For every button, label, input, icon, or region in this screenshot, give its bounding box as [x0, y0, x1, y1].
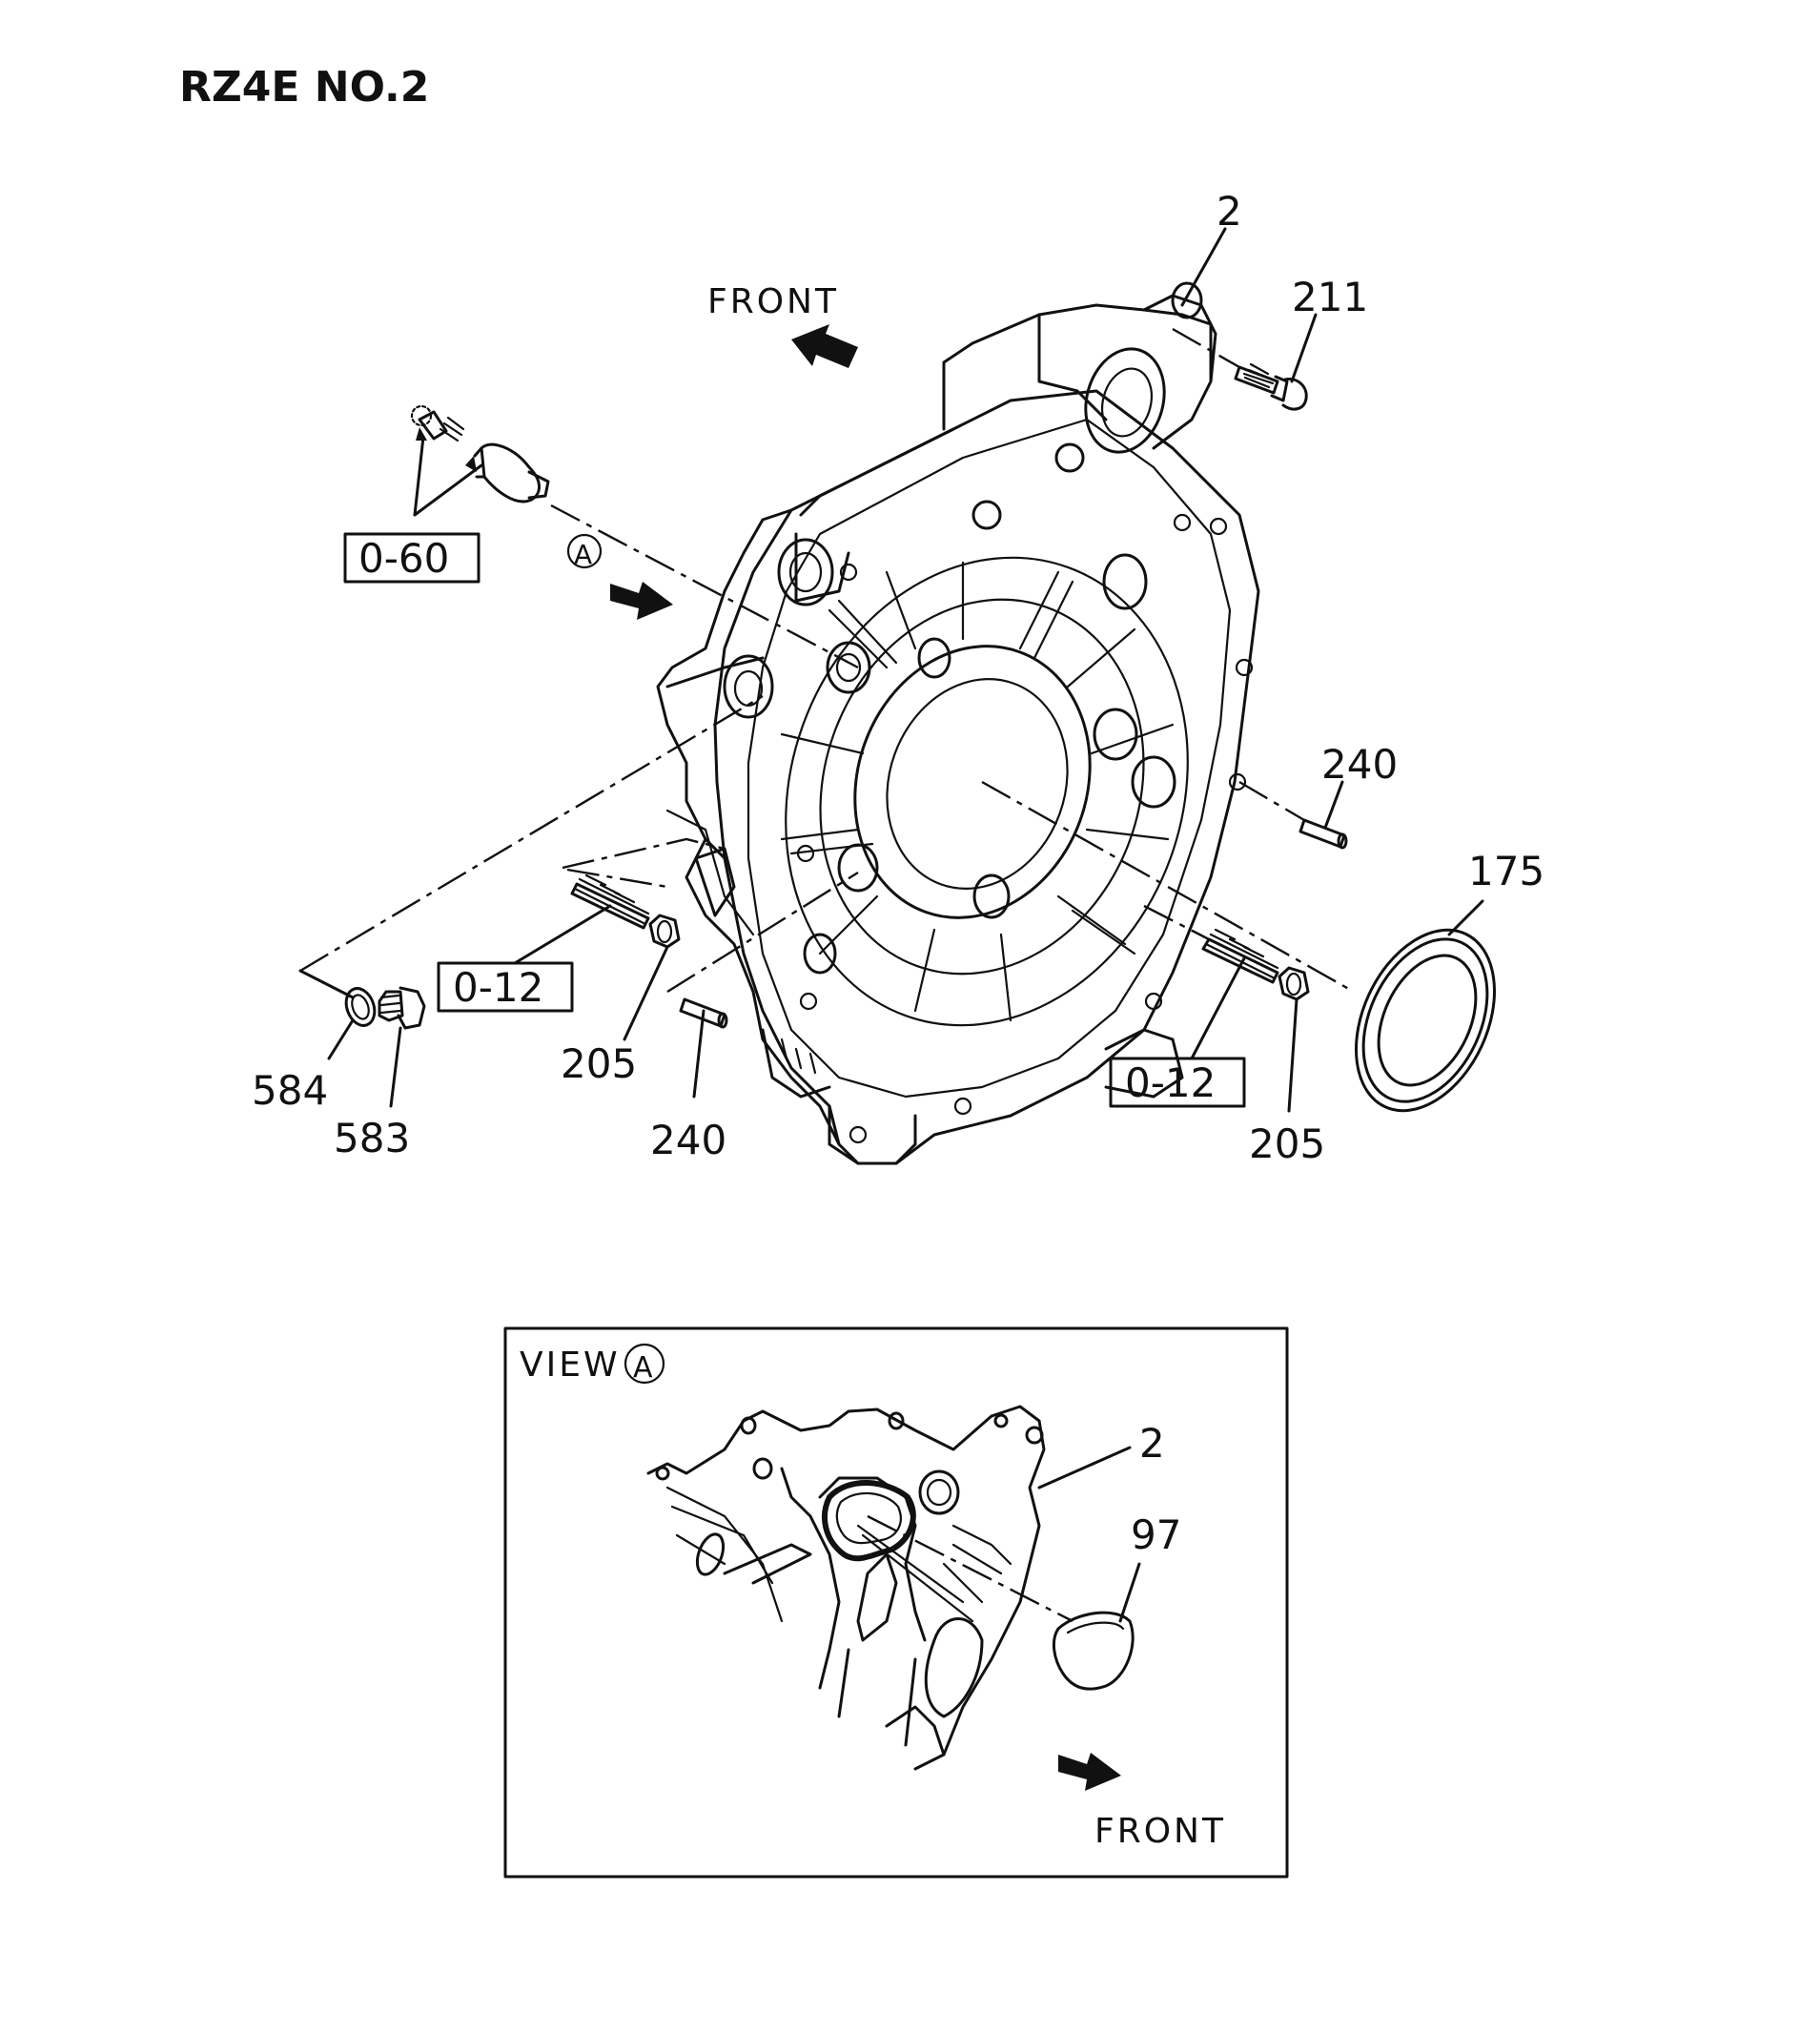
inset-frame [503, 1326, 1289, 1879]
callout-205-left: 205 [561, 1040, 637, 1087]
leader-240-lower [692, 1009, 706, 1099]
leader-0-60 [413, 435, 483, 517]
stud-left-part [570, 873, 650, 930]
inset-view-a: VIEW A [503, 1326, 1289, 1879]
svg-text:A: A [633, 1351, 653, 1385]
boxed-label-0-60: 0-60 [343, 532, 481, 584]
main-view: FRONT A [252, 188, 1544, 1167]
leader-205-right [1287, 997, 1299, 1113]
boxed-label-0-12-left: 0-12 [437, 961, 574, 1013]
leader-584 [327, 1018, 355, 1060]
callout-2: 2 [1217, 188, 1242, 235]
transmission-housing [656, 281, 1260, 1165]
svg-text:0-12: 0-12 [1125, 1059, 1216, 1106]
centerline-main-shaft [981, 780, 1355, 994]
inset-seal-highlight [822, 1480, 916, 1562]
oil-seal-175-part [1354, 928, 1497, 1113]
leader-211 [1290, 313, 1318, 383]
pressure-switch-part [410, 404, 550, 503]
centerline-stud-left-b [566, 868, 668, 889]
leader-0-12-left [513, 904, 612, 965]
inset-callout-2: 2 [1139, 1420, 1165, 1467]
leader-0-12-right [1190, 956, 1246, 1060]
dowel-pin-240-lower-part [679, 997, 728, 1029]
leader-240-right [1323, 780, 1344, 830]
inset-callout-97: 97 [1131, 1511, 1181, 1558]
inset-leader-2 [1037, 1446, 1132, 1490]
centerline-stud-left [562, 837, 726, 870]
view-a-arrow-icon [610, 582, 673, 620]
callout-211: 211 [1292, 274, 1368, 320]
diagram-title: RZ4E NO.2 [179, 63, 429, 112]
centerline-stud-right [1143, 904, 1210, 941]
view-a-marker: A [566, 533, 603, 570]
centerline-drain [298, 969, 355, 999]
arrowhead-icon [465, 456, 477, 472]
inset-front-arrow-icon [1058, 1753, 1121, 1791]
inset-front-label: FRONT [1094, 1812, 1226, 1851]
inset-housing-detail [646, 1405, 1046, 1771]
callout-240-right: 240 [1321, 741, 1398, 788]
svg-text:0-60: 0-60 [358, 535, 449, 582]
front-arrow-icon [791, 324, 858, 368]
centerline-switch [550, 503, 859, 669]
nut-205-left-part [648, 914, 681, 949]
centerline-240-lower [666, 871, 859, 994]
callout-175: 175 [1468, 848, 1544, 894]
centerline-211 [1172, 327, 1240, 369]
leader-205-left [623, 945, 669, 1041]
inset-centerline [867, 1514, 1074, 1623]
arrowhead-icon [416, 427, 427, 441]
inset-title: VIEW [520, 1346, 621, 1385]
leader-175 [1447, 899, 1484, 936]
leader-2 [1180, 227, 1227, 307]
front-direction-label: FRONT [707, 282, 839, 321]
inset-centerline-b [856, 1524, 974, 1623]
bolt-211-part [1234, 362, 1308, 411]
boxed-label-0-12-right: 0-12 [1109, 1057, 1246, 1108]
callout-584: 584 [252, 1067, 328, 1114]
cap-97-part [1052, 1611, 1135, 1691]
callout-583: 583 [334, 1115, 410, 1161]
svg-text:0-12: 0-12 [453, 964, 543, 1011]
inset-leader-97 [1118, 1562, 1141, 1623]
centerline-drain-b [299, 694, 764, 973]
stud-right-part [1201, 928, 1279, 984]
callout-240-lower: 240 [650, 1117, 726, 1163]
svg-text:A: A [574, 539, 592, 570]
leader-583 [389, 1026, 402, 1108]
nut-205-right-part [1278, 966, 1310, 1001]
inset-marker: A [624, 1343, 665, 1385]
callout-205-right: 205 [1249, 1120, 1325, 1167]
dowel-pin-240-right-part [1299, 818, 1348, 850]
drain-plug-583-part [378, 986, 426, 1030]
centerline-240-right [1238, 780, 1305, 822]
gasket-584-part [344, 987, 377, 1027]
